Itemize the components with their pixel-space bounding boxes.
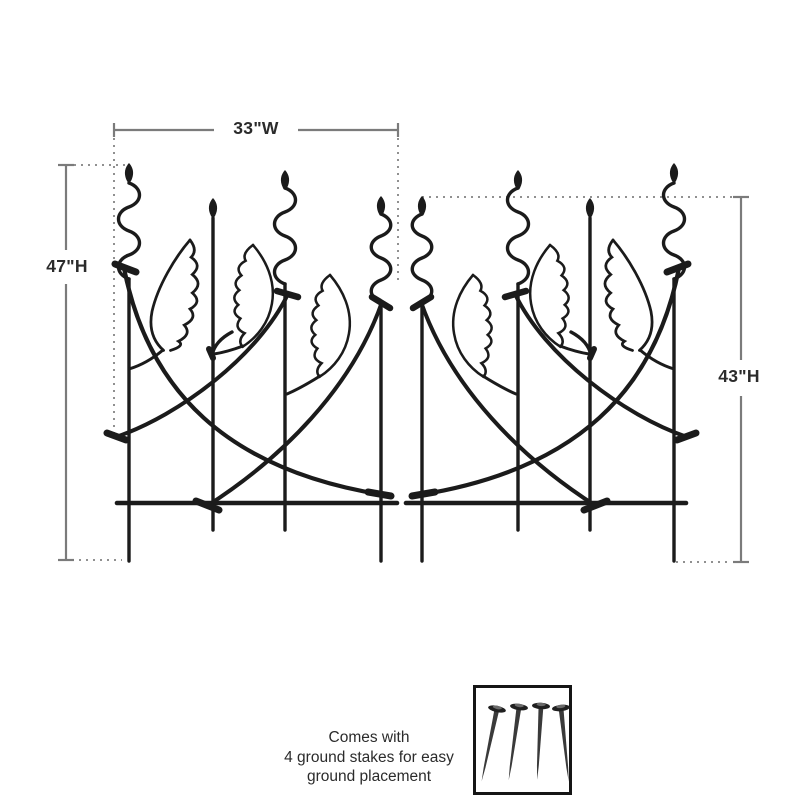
width-dimension-line bbox=[112, 123, 400, 137]
right-height-dimension-line bbox=[733, 195, 749, 564]
dimension-lines bbox=[58, 123, 749, 564]
width-dimension-label: 33"W bbox=[214, 119, 298, 138]
left-height-dimension-label: 47"H bbox=[25, 257, 109, 276]
dotted-extension-lines bbox=[72, 138, 732, 563]
trellis-panel-left bbox=[107, 163, 397, 561]
stakes-illustration bbox=[472, 685, 578, 795]
left-height-dimension-line bbox=[58, 163, 74, 562]
trellis-panel-right bbox=[406, 163, 696, 561]
stakes-caption: Comes with 4 ground stakes for easy grou… bbox=[284, 729, 454, 785]
right-height-dimension-label: 43"H bbox=[697, 367, 781, 386]
